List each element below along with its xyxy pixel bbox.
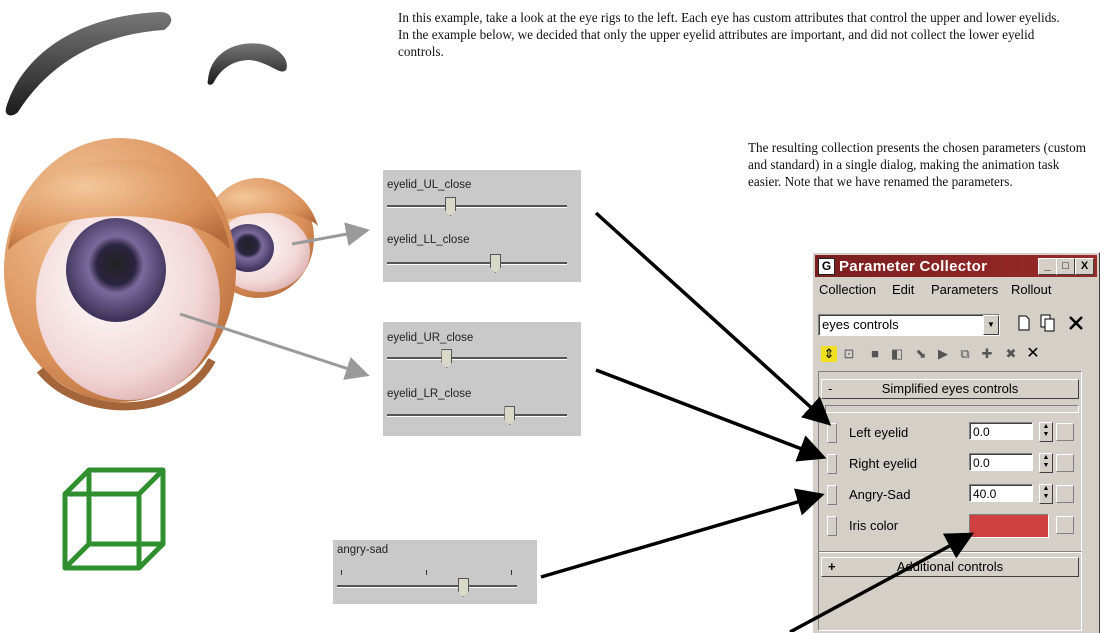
remove-all-icon[interactable]: ✕ (1026, 345, 1040, 362)
maximize-button[interactable]: □ (1056, 258, 1075, 275)
param-label-left-eyelid: Left eyelid (849, 425, 909, 440)
close-button[interactable]: X (1075, 258, 1094, 275)
eyelid-ul-track[interactable] (387, 205, 567, 208)
eyelid-lr-label: eyelid_LR_close (387, 388, 472, 400)
param-select-right-eyelid[interactable] (827, 454, 837, 474)
arrow-right-sliders-to-right-eyelid (595, 368, 827, 462)
spinner-right-eyelid[interactable]: ▲▼ (1039, 453, 1053, 473)
angry-sad-track[interactable] (337, 585, 517, 588)
left-eye-slider-panel: eyelid_UL_close eyelid_LL_close (383, 170, 581, 282)
result-paragraph: The resulting collection presents the ch… (748, 140, 1087, 189)
angry-sad-label: angry-sad (337, 544, 389, 556)
param-select-left-eyelid[interactable] (827, 423, 837, 443)
eyelid-ll-track[interactable] (387, 262, 567, 265)
arrow-left-sliders-to-left-eyelid (594, 211, 832, 426)
eyelid-ll-label: eyelid_LL_close (387, 234, 470, 246)
window-titlebar[interactable]: G Parameter Collector _ □ X (815, 255, 1097, 277)
controller-icon[interactable] (1056, 454, 1074, 472)
param-select-angry-sad[interactable] (827, 485, 837, 505)
spinner-angry-sad[interactable]: ▲▼ (1039, 484, 1053, 504)
max-logo-icon: G (818, 258, 835, 275)
arrow-angry-slider-to-angry-sad (540, 488, 825, 579)
controller-icon[interactable] (1056, 423, 1074, 441)
rollout-group-frame (818, 371, 1082, 553)
param-label-angry-sad: Angry-Sad (849, 487, 911, 502)
eye-rigs-illustration (4, 138, 318, 411)
add-selected-icon[interactable]: ◧ (890, 346, 904, 361)
right-eyebrow (207, 43, 287, 85)
menu-rollout[interactable]: Rollout (1011, 282, 1052, 297)
param-value-angry-sad[interactable]: 40.0 (969, 484, 1033, 502)
angry-sad-tick (341, 570, 342, 575)
param-label-iris-color: Iris color (849, 518, 899, 533)
controller-icon[interactable] (1056, 485, 1074, 503)
intro-paragraph: In this example, take a look at the eye … (398, 10, 1060, 59)
menu-edit[interactable]: Edit (892, 282, 915, 297)
param-label-right-eyelid: Right eyelid (849, 456, 917, 471)
move-up-icon[interactable]: ▶ (938, 346, 948, 361)
delete-icon[interactable] (1067, 314, 1085, 332)
angry-sad-thumb[interactable] (458, 578, 469, 597)
collection-name: eyes controls (822, 317, 899, 332)
move-updown-icon[interactable]: ⇕ (821, 346, 837, 362)
new-document-icon[interactable] (1017, 314, 1031, 332)
angry-sad-slider-panel: angry-sad (333, 540, 537, 604)
collection-dropdown[interactable]: eyes controls (818, 314, 1000, 336)
eyebrows-illustration (5, 12, 287, 116)
rollout-group-frame (818, 551, 1082, 631)
eyelid-ur-thumb[interactable] (441, 349, 453, 368)
menu-parameters[interactable]: Parameters (931, 282, 999, 297)
cube-helper-illustration (62, 467, 166, 571)
right-eye-slider-panel: eyelid_UR_close eyelid_LR_close (383, 322, 581, 436)
left-eyebrow (5, 12, 172, 116)
rollout-collapse-toggle: - (828, 381, 833, 396)
spinner-left-eyelid[interactable]: ▲▼ (1039, 422, 1053, 442)
angry-sad-tick (426, 570, 427, 575)
rollout-title: Simplified eyes controls (881, 381, 1019, 396)
parameter-collector-window: G Parameter Collector _ □ X Collection E… (812, 252, 1100, 633)
copy-icon[interactable] (1039, 314, 1057, 332)
eyelid-ul-thumb[interactable] (445, 197, 456, 216)
window-title: Parameter Collector (839, 258, 988, 275)
param-value-right-eyelid[interactable]: 0.0 (969, 453, 1033, 471)
minimize-button[interactable]: _ (1038, 258, 1057, 275)
add-param-icon[interactable]: ■ (871, 346, 879, 361)
iris-color-swatch[interactable] (969, 514, 1049, 538)
eyelid-ur-label: eyelid_UR_close (387, 332, 474, 344)
angry-sad-tick (511, 570, 512, 575)
select-objects-icon[interactable]: ⊡ (843, 346, 855, 361)
move-down-icon[interactable]: ⬊ (915, 346, 927, 361)
remove-selected-icon[interactable]: ✖ (1005, 346, 1017, 361)
controller-icon[interactable] (1056, 516, 1074, 534)
eyelid-lr-track[interactable] (387, 414, 567, 417)
chevron-down-icon[interactable]: ▼ (983, 315, 999, 335)
menu-collection[interactable]: Collection (819, 282, 877, 297)
eyelid-ur-track[interactable] (387, 357, 567, 360)
eyelid-ll-thumb[interactable] (490, 254, 501, 273)
param-value-left-eyelid[interactable]: 0.0 (969, 422, 1033, 440)
plus-icon[interactable]: ✚ (981, 346, 993, 361)
eyelid-lr-thumb[interactable] (504, 406, 516, 425)
rollout-simplified-eyes-controls[interactable]: - Simplified eyes controls (821, 379, 1079, 399)
eyelid-ul-label: eyelid_UL_close (387, 179, 472, 191)
paste-icon[interactable]: ⧉ (960, 346, 970, 361)
